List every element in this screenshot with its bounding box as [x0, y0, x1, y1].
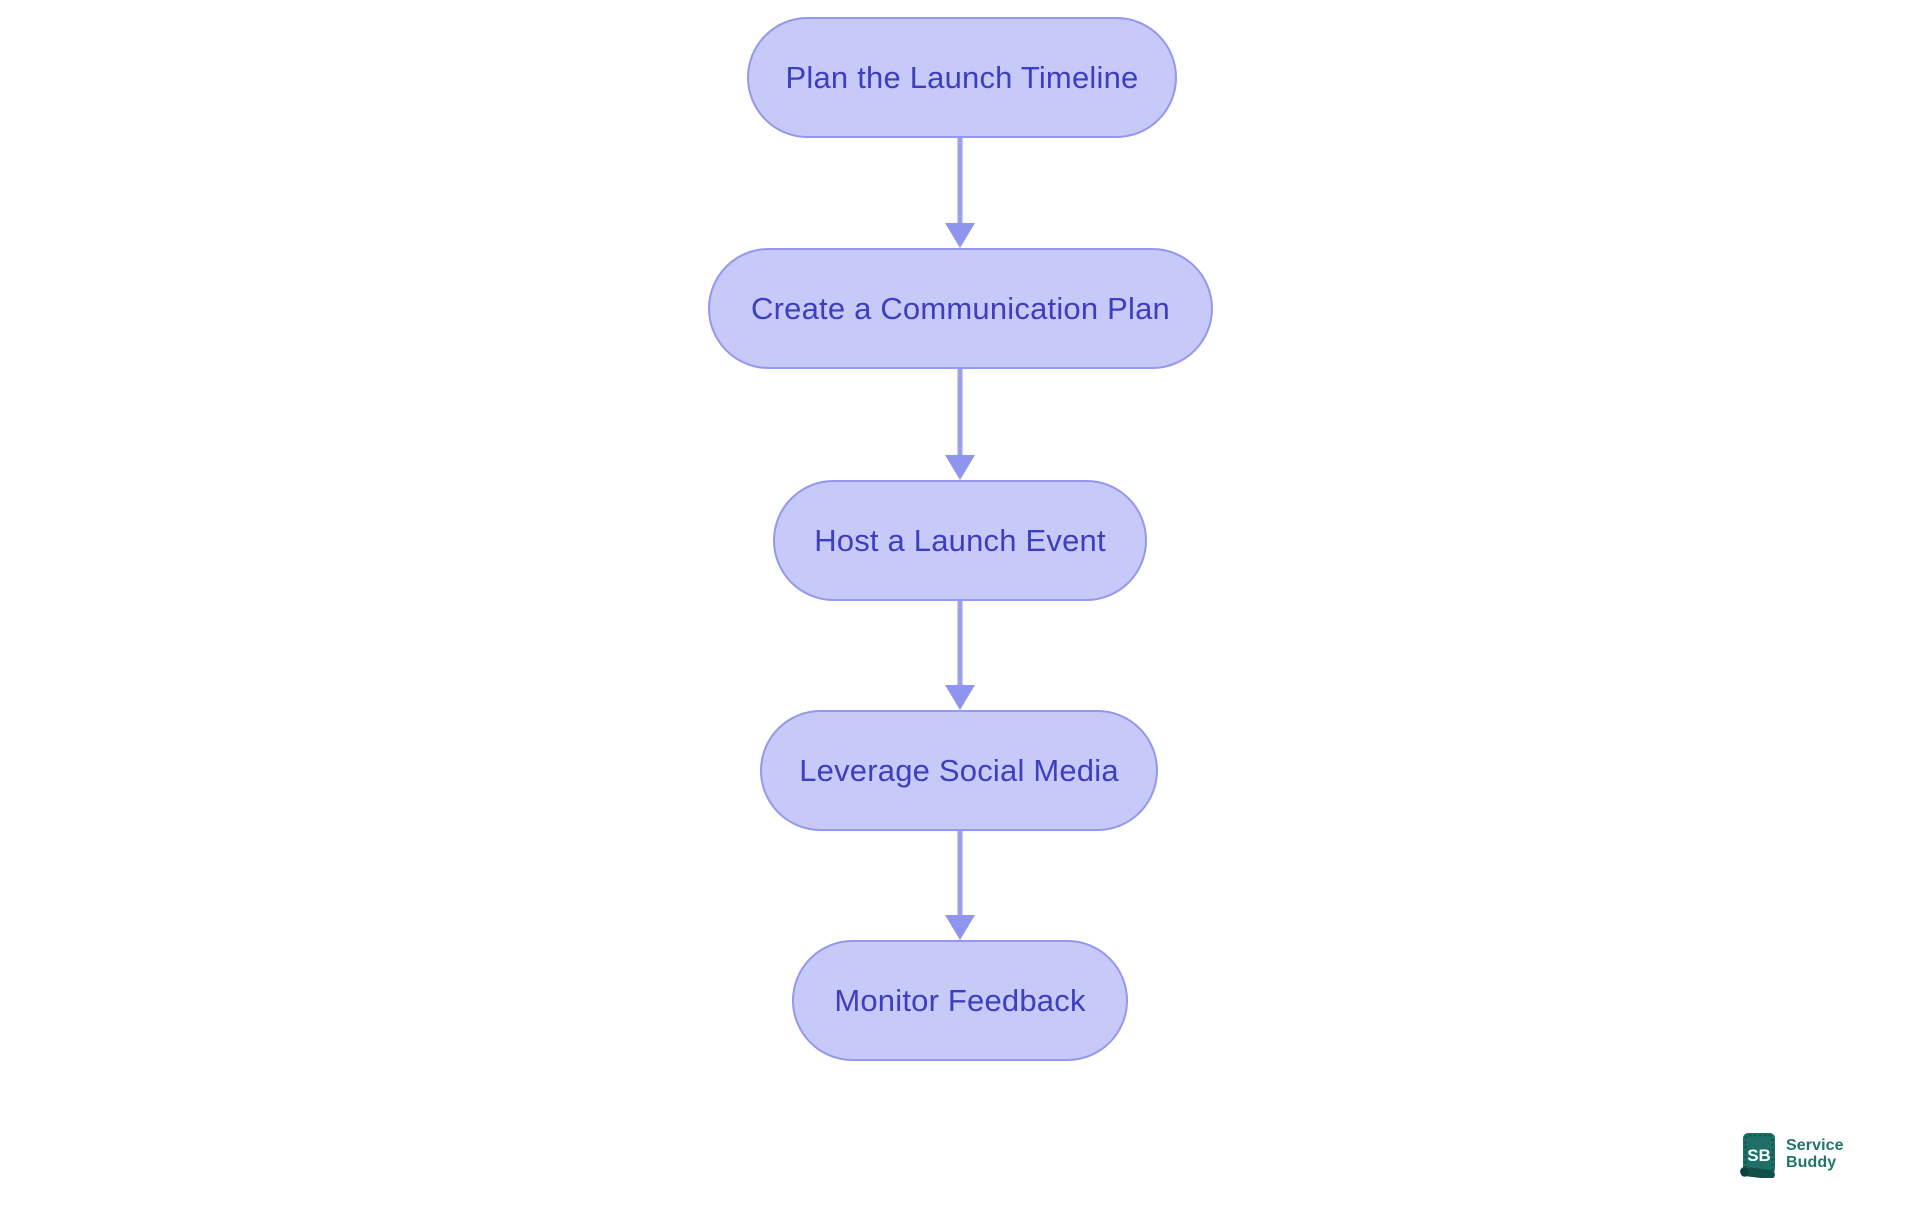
- wordmark-line-2: Buddy: [1786, 1154, 1837, 1171]
- flow-node-label: Leverage Social Media: [799, 752, 1119, 788]
- flow-node-monitor-feedback: Monitor Feedback: [792, 940, 1128, 1061]
- flow-arrow: [944, 601, 976, 710]
- flow-arrow: [944, 831, 976, 940]
- flow-node-label: Plan the Launch Timeline: [785, 59, 1139, 95]
- flow-node-label: Monitor Feedback: [834, 982, 1086, 1018]
- service-buddy-logo: SB Service Buddy: [1740, 1132, 1844, 1178]
- flow-node-label: Host a Launch Event: [814, 522, 1106, 558]
- flow-node-social-media: Leverage Social Media: [760, 710, 1158, 831]
- arrow-shaft: [957, 138, 963, 228]
- flow-node-communication-plan: Create a Communication Plan: [708, 248, 1213, 369]
- flow-node-plan-timeline: Plan the Launch Timeline: [747, 17, 1177, 138]
- service-buddy-badge-icon: SB: [1740, 1133, 1775, 1178]
- arrow-head-icon: [945, 685, 975, 710]
- arrow-head-icon: [945, 455, 975, 480]
- arrow-head-icon: [945, 915, 975, 940]
- flow-arrow: [944, 369, 976, 480]
- flow-node-label: Create a Communication Plan: [751, 290, 1170, 326]
- flow-arrow: [944, 138, 976, 248]
- service-buddy-wordmark: Service Buddy: [1786, 1137, 1844, 1172]
- arrow-shaft: [957, 369, 963, 460]
- arrow-shaft: [957, 831, 963, 920]
- wordmark-line-1: Service: [1786, 1137, 1844, 1155]
- badge-initials: SB: [1747, 1146, 1771, 1165]
- arrow-head-icon: [945, 223, 975, 248]
- flow-node-launch-event: Host a Launch Event: [773, 480, 1147, 601]
- arrow-shaft: [957, 601, 963, 690]
